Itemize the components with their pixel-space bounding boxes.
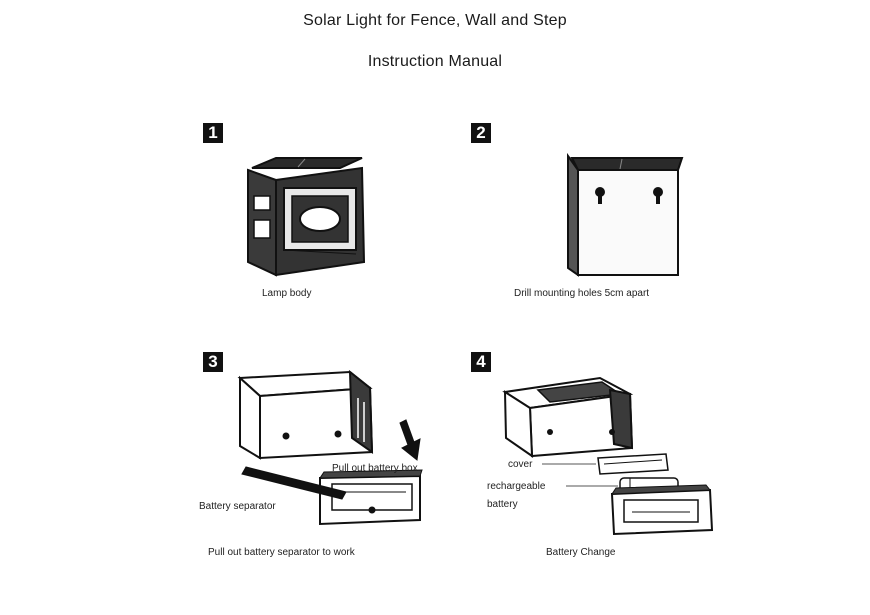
cover-label: cover xyxy=(508,459,533,470)
step-4-number: 4 xyxy=(471,352,491,372)
mounting-back-illustration xyxy=(567,152,684,277)
step-2-caption: Drill mounting holes 5cm apart xyxy=(514,288,650,299)
manual-subtitle: Instruction Manual xyxy=(367,53,503,70)
rechargeable-label: rechargeable xyxy=(487,481,546,492)
step-3-number: 3 xyxy=(203,352,223,372)
battery-separator-illustration xyxy=(237,369,423,526)
manual-title: Solar Light for Fence, Wall and Step xyxy=(303,12,567,29)
step-2-number: 2 xyxy=(471,123,491,143)
step-1-caption: Lamp body xyxy=(262,288,312,299)
step-1-number: 1 xyxy=(203,123,223,143)
battery-box-label: Pull out battery box xyxy=(332,463,418,474)
step-3-caption: Pull out battery separator to work xyxy=(208,547,355,558)
battery-change-illustration xyxy=(502,376,714,536)
battery-label: battery xyxy=(487,499,518,510)
lamp-body-illustration xyxy=(247,157,366,277)
battery-separator-label: Battery separator xyxy=(199,501,276,512)
step-4-caption: Battery Change xyxy=(546,547,616,558)
